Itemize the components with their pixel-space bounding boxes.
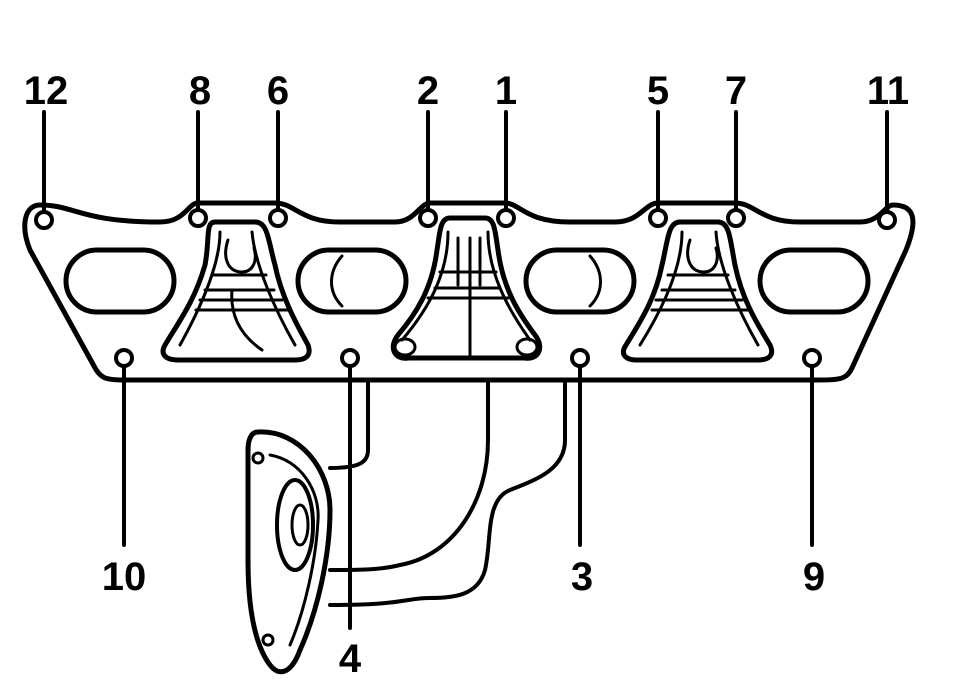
exhaust-port-3 [523,247,637,315]
callout-11: 11 [867,69,909,113]
callout-7: 7 [725,69,747,113]
callout-2: 2 [417,69,439,113]
rib-cutout-right [621,219,775,363]
callout-1: 1 [495,69,517,113]
callout-9: 9 [803,555,825,599]
callout-6: 6 [267,69,289,113]
bolt-hole-4 [340,348,360,368]
exhaust-ports [63,247,871,315]
exhaust-collector [328,380,567,607]
bolt-hole-12 [34,210,54,230]
callout-3: 3 [571,555,593,599]
bolt-hole-1 [496,208,516,228]
bolt-hole-2 [418,208,438,228]
callout-5: 5 [647,69,669,113]
exhaust-port-2 [295,247,409,315]
bolt-hole-11 [877,210,897,230]
callout-labels: 12 8 6 2 1 5 7 11 10 4 3 9 [24,69,909,681]
rib-cutout-center [390,215,543,361]
exhaust-port-4 [757,247,871,315]
bolt-hole-7 [726,208,746,228]
callout-8: 8 [189,69,211,113]
callout-10: 10 [102,555,147,599]
bolt-hole-6 [268,208,288,228]
bolt-hole-3 [570,348,590,368]
bolt-hole-8 [188,208,208,228]
rib-cutout-left [160,219,312,363]
callout-12: 12 [24,69,69,113]
exhaust-port-1 [63,247,177,315]
callout-4: 4 [339,637,362,681]
bolt-hole-5 [648,208,668,228]
leader-lines [42,110,889,630]
bolt-hole-9 [802,348,822,368]
bolt-hole-10 [114,348,134,368]
outlet-flange [245,429,333,675]
